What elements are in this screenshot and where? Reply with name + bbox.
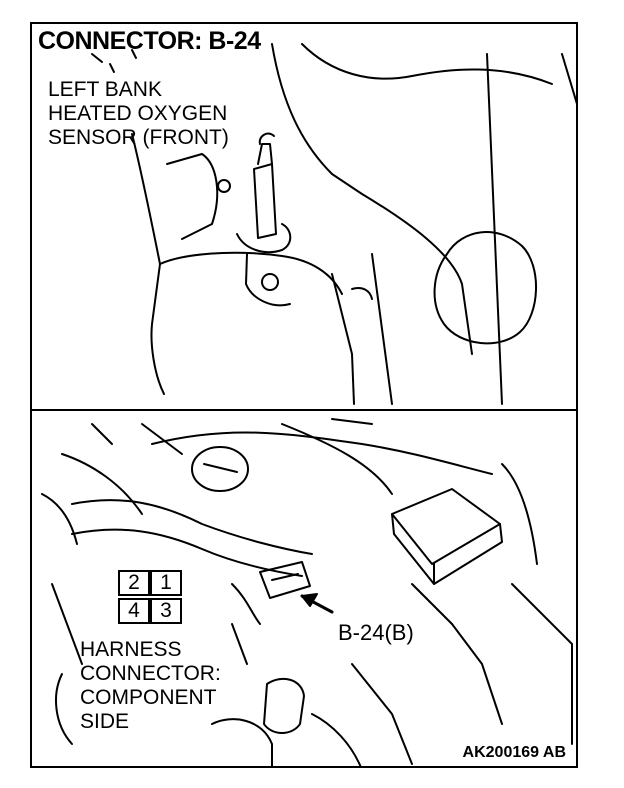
pin-4: 4 — [118, 598, 150, 624]
harness-label: HARNESS CONNECTOR: COMPONENT SIDE — [80, 638, 221, 734]
figure-id: AK200169 AB — [460, 744, 568, 762]
sensor-label-line: HEATED OXYGEN — [48, 102, 228, 125]
connector-callout: B-24(B) — [338, 620, 414, 645]
connector-title: CONNECTOR: B-24 — [38, 27, 261, 55]
sensor-label-line: SENSOR (FRONT) — [48, 126, 229, 149]
connector-pin-grid: 2 1 4 3 — [118, 570, 188, 628]
panel-divider — [32, 409, 576, 411]
engine-illustration — [41, 43, 576, 766]
harness-label-line: COMPONENT — [80, 686, 217, 709]
upper-view — [91, 43, 576, 405]
diagram-frame: CONNECTOR: B-24 LEFT BANK HEATED OXYGEN … — [30, 22, 578, 768]
pin-2: 2 — [118, 570, 150, 596]
sensor-label: LEFT BANK HEATED OXYGEN SENSOR (FRONT) — [48, 78, 229, 150]
harness-label-line: SIDE — [80, 710, 130, 733]
pin-1: 1 — [150, 570, 182, 596]
pin-3: 3 — [150, 598, 182, 624]
harness-label-line: CONNECTOR: — [80, 662, 221, 685]
sensor-label-line: LEFT BANK — [48, 78, 162, 101]
lower-view — [41, 418, 573, 766]
harness-label-line: HARNESS — [80, 638, 182, 661]
